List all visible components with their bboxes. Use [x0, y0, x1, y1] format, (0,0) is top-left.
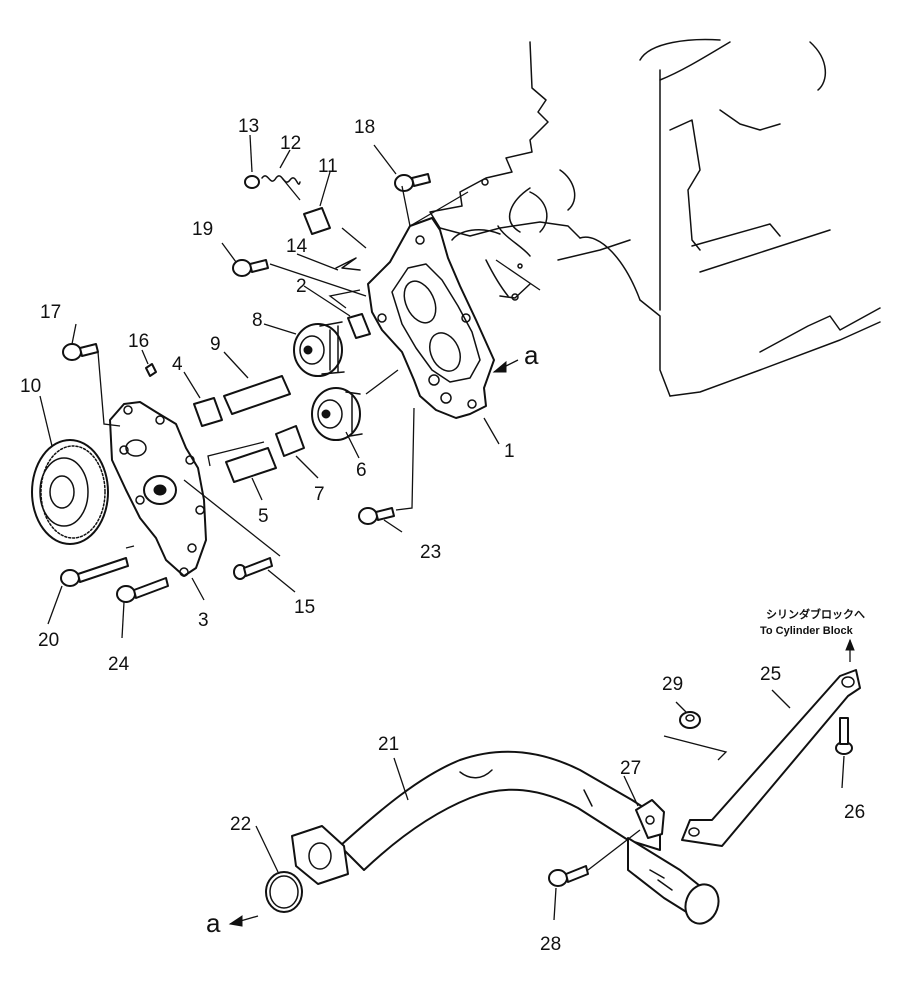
bolts	[60, 173, 853, 887]
callout-9: 9	[210, 334, 221, 355]
callout-15: 15	[294, 597, 315, 618]
callout-23: 23	[420, 542, 441, 563]
callout-21: 21	[378, 734, 399, 755]
callout-28: 28	[540, 934, 561, 955]
callout-7: 7	[314, 484, 325, 505]
callout-14: 14	[286, 236, 308, 257]
callout-13: 13	[238, 116, 259, 137]
callout-29: 29	[662, 674, 683, 695]
arrows	[228, 359, 855, 927]
callout-26: 26	[844, 802, 865, 823]
callout-11: 11	[318, 156, 338, 177]
callout-25: 25	[760, 664, 781, 685]
callout-5: 5	[258, 506, 269, 527]
bracket	[681, 669, 861, 847]
view-marker-lower: a	[206, 908, 221, 938]
note-english: To Cylinder Block	[760, 625, 854, 637]
callout-16: 16	[128, 331, 149, 352]
callout-20: 20	[38, 630, 59, 651]
suction-pipe	[265, 750, 720, 925]
callout-22: 22	[230, 814, 251, 835]
drive-gear	[31, 439, 109, 545]
cylinder-block-outline	[429, 38, 881, 397]
view-marker-upper: a	[524, 340, 539, 370]
callout-8: 8	[252, 310, 263, 331]
callout-17: 17	[40, 302, 61, 323]
callout-24: 24	[108, 654, 130, 675]
callout-3: 3	[198, 610, 209, 631]
pump-cover	[109, 401, 207, 577]
leader-lines	[39, 134, 851, 921]
callouts: 1 2 3 4 5 6 7 8 9 10 11 12 13 14 15 16 1…	[20, 116, 865, 955]
callout-2: 2	[296, 276, 307, 297]
callout-1: 1	[504, 441, 515, 462]
oil-pump-body	[367, 217, 495, 419]
callout-18: 18	[354, 117, 375, 138]
pump-gears	[293, 321, 363, 441]
shafts-and-bushings	[145, 175, 371, 483]
callout-27: 27	[620, 758, 641, 779]
callout-4: 4	[172, 354, 183, 375]
callout-12: 12	[280, 133, 301, 154]
note-japanese: シリンダブロックへ	[766, 607, 865, 621]
callout-19: 19	[192, 219, 213, 240]
callout-10: 10	[20, 376, 41, 397]
callout-6: 6	[356, 460, 367, 481]
